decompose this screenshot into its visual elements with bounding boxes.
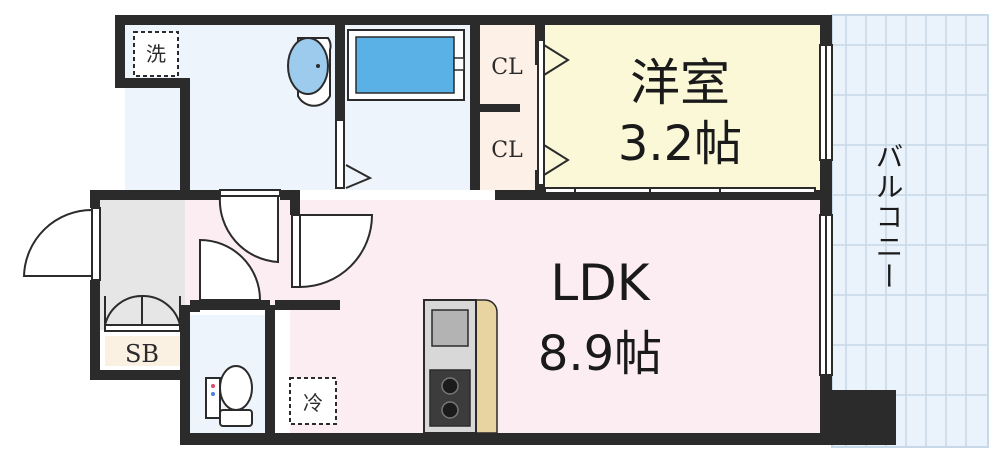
toilet-door[interactable]	[199, 238, 262, 301]
closet-doors[interactable]	[537, 39, 570, 186]
balcony	[831, 14, 989, 448]
washer-label: 洗	[146, 42, 166, 66]
bathtub	[347, 29, 465, 101]
toilet	[205, 365, 253, 427]
ldk-floor	[290, 200, 820, 433]
fridge-space	[289, 377, 337, 425]
shoe-box-label: SB	[125, 340, 159, 368]
fridge-label: 冷	[303, 391, 323, 415]
washbasin	[287, 37, 332, 107]
windows	[819, 44, 833, 376]
balcony-label: バルコニー	[872, 142, 905, 292]
bedroom-floor	[540, 25, 820, 190]
washer-space	[133, 31, 179, 77]
shoe-box-doors[interactable]	[104, 294, 181, 332]
bedroom-sliding-doors[interactable]	[544, 187, 816, 194]
entrance-door[interactable]	[22, 207, 101, 281]
bath-door[interactable]	[335, 119, 373, 189]
shoe-box-floor	[105, 336, 180, 366]
ldk-door[interactable]	[291, 214, 374, 289]
bedroom-size: 3.2帖	[618, 116, 742, 172]
closet-lower-label: CL	[491, 138, 523, 163]
closet-upper-label: CL	[491, 55, 523, 80]
bedroom-name: 洋室	[630, 54, 730, 112]
ldk-name: LDK	[550, 254, 650, 312]
ldk-size: 8.9帖	[538, 326, 662, 382]
kitchen-counter	[423, 299, 498, 434]
washroom-door[interactable]	[218, 189, 281, 264]
